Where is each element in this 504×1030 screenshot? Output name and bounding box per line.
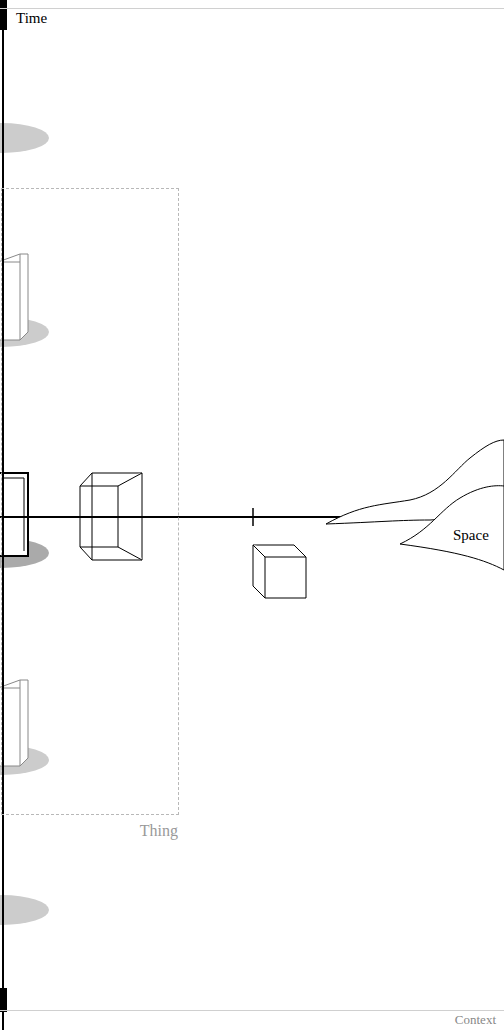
present-box: [0, 473, 28, 556]
small-cube: [253, 545, 306, 598]
faded-boxes: [0, 254, 28, 766]
flags: [326, 440, 504, 570]
space-axis-label: Space: [451, 527, 491, 544]
context-frame: ContextThing: [0, 8, 504, 1011]
time-shadows: [0, 123, 49, 925]
time-axis-label: Time: [14, 10, 49, 27]
region-label: Context: [455, 1013, 496, 1027]
region-label: Thing: [140, 822, 178, 840]
thing-region: Thing: [1, 188, 179, 815]
